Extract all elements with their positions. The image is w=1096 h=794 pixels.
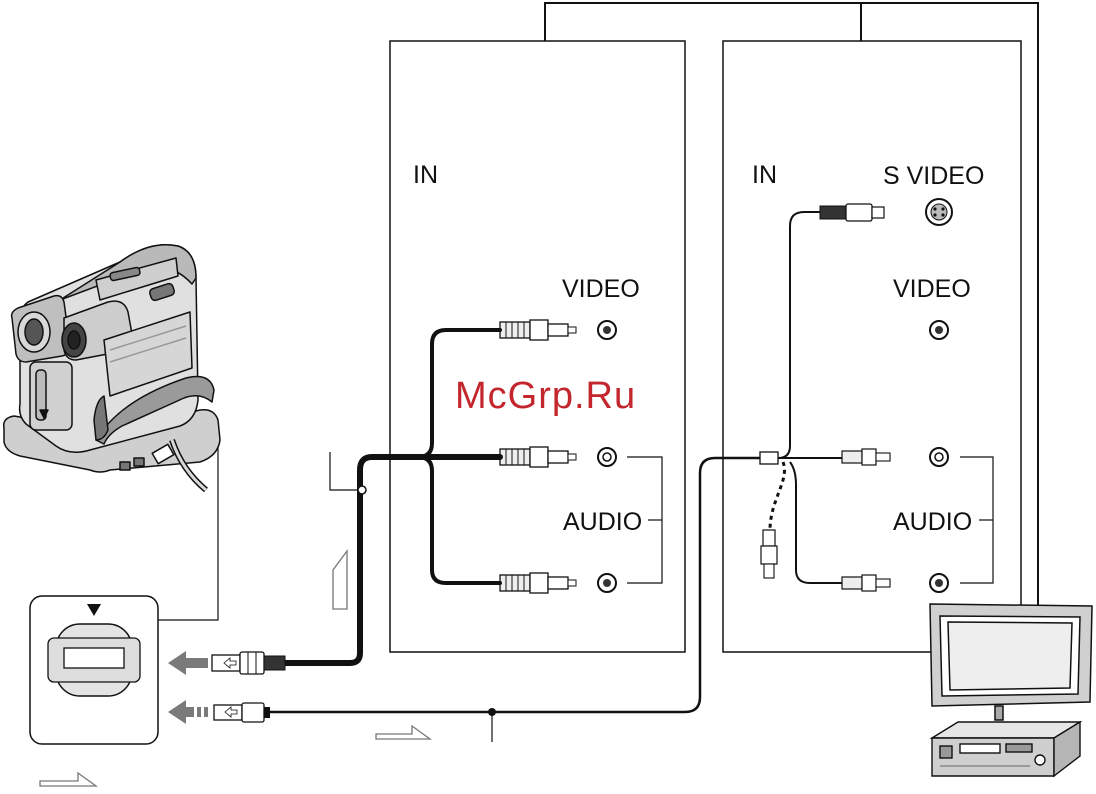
vcr-icon [932,722,1080,776]
panel-right-svideo-label: S VIDEO [883,162,984,190]
signal-flow-arrow-icon [333,551,347,609]
av-plug-multi [212,652,285,674]
audio-jack-right [930,574,948,592]
cable-splitter [760,452,778,464]
svideo-plug [820,204,884,221]
insert-arrow-dashed-icon [168,700,208,724]
av-jack-icon [30,596,158,744]
svideo-cable-plug [214,703,270,722]
panel-right-audio-label: AUDIO [893,508,972,536]
signal-flow-arrow-icon [376,726,430,739]
panel-right-in-label: IN [752,161,777,189]
camcorder-icon [4,245,220,490]
signal-flow-arrow-icon [40,773,96,786]
video-jack [598,321,616,339]
tv-icon [930,604,1092,720]
insert-arrow-icon [168,651,208,675]
svideo-jack [926,199,952,225]
panel-left-in-label: IN [413,161,438,189]
audio-jack-left [930,448,948,466]
video-jack [930,321,948,339]
panel-left-video-label: VIDEO [562,275,640,303]
panel-right-video-label: VIDEO [893,275,971,303]
cable-callout-dot [358,486,366,494]
audio-jack-left [598,448,616,466]
cable-callout-line [330,452,358,490]
watermark: McGrp.Ru [455,375,636,417]
input-panel-right: IN S VIDEO VIDEO AUDIO [723,41,1021,652]
panel-left-audio-label: AUDIO [563,508,642,536]
input-panel-left: IN VIDEO AUDIO [390,41,685,652]
audio-jack-right [598,574,616,592]
